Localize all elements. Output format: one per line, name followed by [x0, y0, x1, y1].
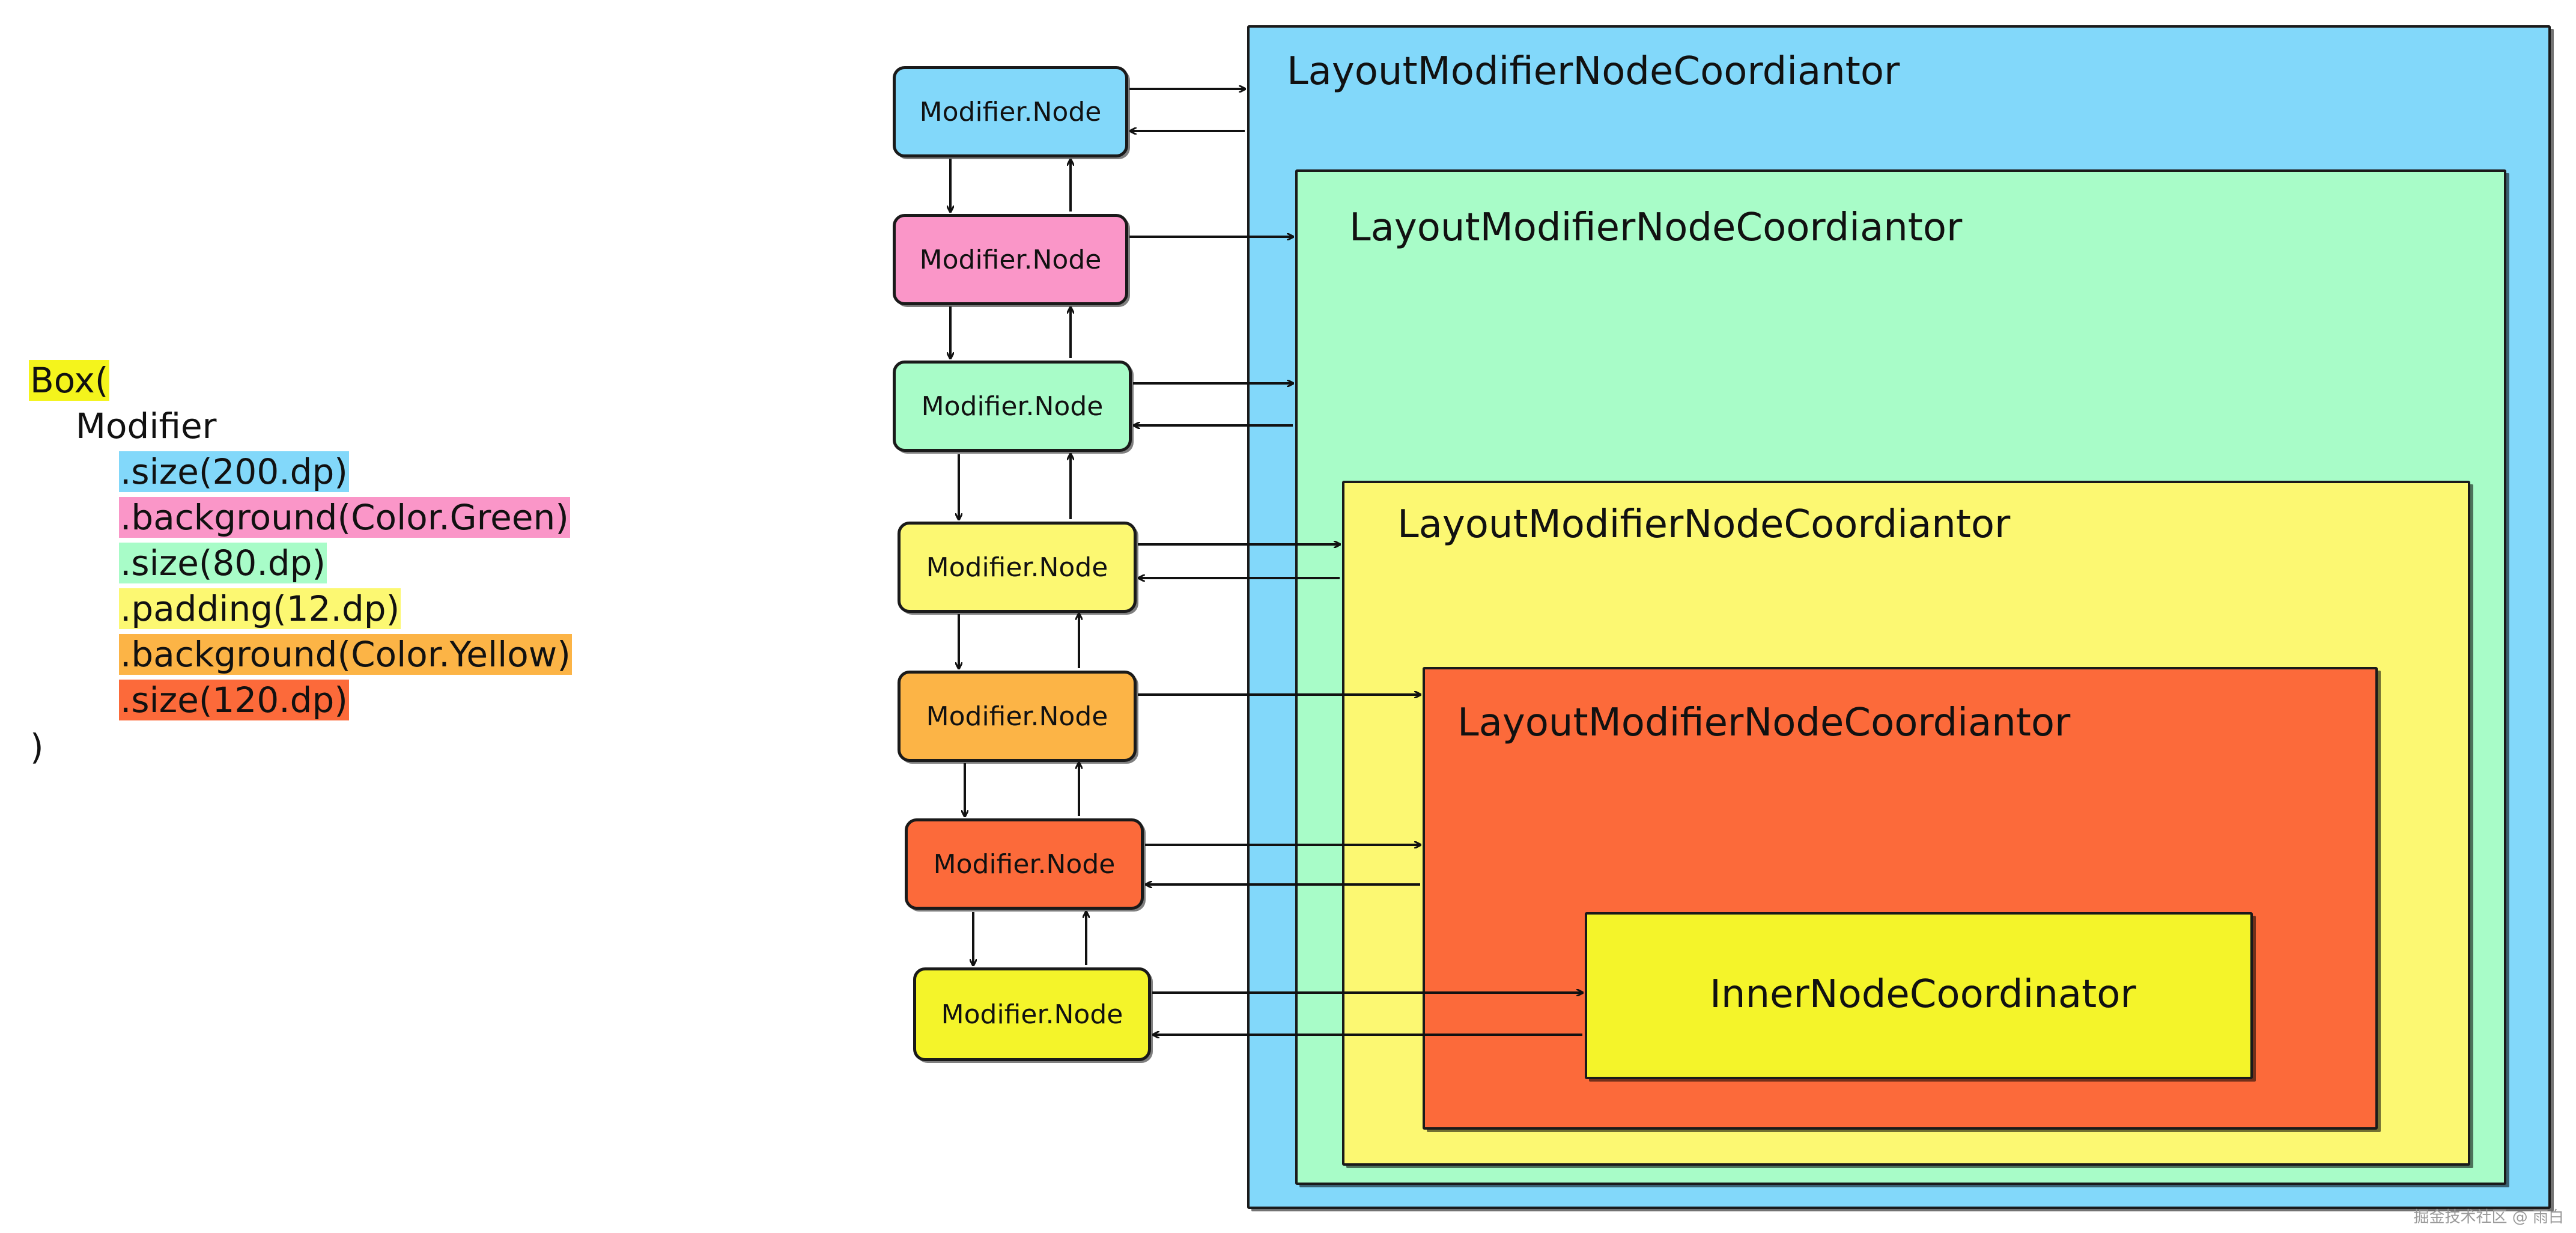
code-line: .size(200.dp)	[119, 451, 349, 493]
code-text: .background(Color.Green)	[119, 497, 570, 538]
modifier-node-6: Modifier.Node	[905, 818, 1144, 910]
modifier-node-7: Modifier.Node	[913, 967, 1151, 1061]
code-text: .size(200.dp)	[119, 451, 349, 492]
coordinator-label-3: LayoutModifierNodeCoordiantor	[1397, 502, 2011, 547]
modifier-node-5: Modifier.Node	[898, 671, 1137, 762]
coordinator-label-1: LayoutModifierNodeCoordiantor	[1287, 49, 1900, 94]
modifier-node-3: Modifier.Node	[893, 361, 1132, 452]
code-text: Box(	[29, 360, 110, 401]
code-text: Modifier	[76, 406, 217, 446]
coordinator-label-4: LayoutModifierNodeCoordiantor	[1457, 701, 2071, 745]
code-line: .padding(12.dp)	[119, 588, 401, 630]
code-line: .background(Color.Yellow)	[119, 633, 572, 675]
modifier-node-2: Modifier.Node	[893, 214, 1128, 305]
code-line: Box(	[29, 359, 110, 401]
code-text: .background(Color.Yellow)	[119, 634, 572, 675]
inner-node-coordinator-box	[1585, 912, 2253, 1079]
code-text: )	[30, 726, 44, 767]
inner-node-coordinator-label: InnerNodeCoordinator	[1710, 972, 2136, 1017]
coordinator-label-2: LayoutModifierNodeCoordiantor	[1349, 206, 1963, 250]
code-line: Modifier	[74, 405, 218, 447]
modifier-node-4: Modifier.Node	[898, 522, 1137, 613]
modifier-node-1: Modifier.Node	[893, 66, 1128, 157]
code-line: .background(Color.Green)	[119, 496, 570, 538]
code-line: )	[29, 726, 45, 768]
code-line: .size(80.dp)	[119, 542, 327, 584]
code-text: .size(120.dp)	[119, 680, 349, 720]
code-text: .padding(12.dp)	[119, 588, 401, 629]
code-line: .size(120.dp)	[119, 679, 349, 721]
code-text: .size(80.dp)	[119, 543, 327, 583]
watermark: 掘金技术社区 @ 雨白	[2413, 1208, 2564, 1226]
